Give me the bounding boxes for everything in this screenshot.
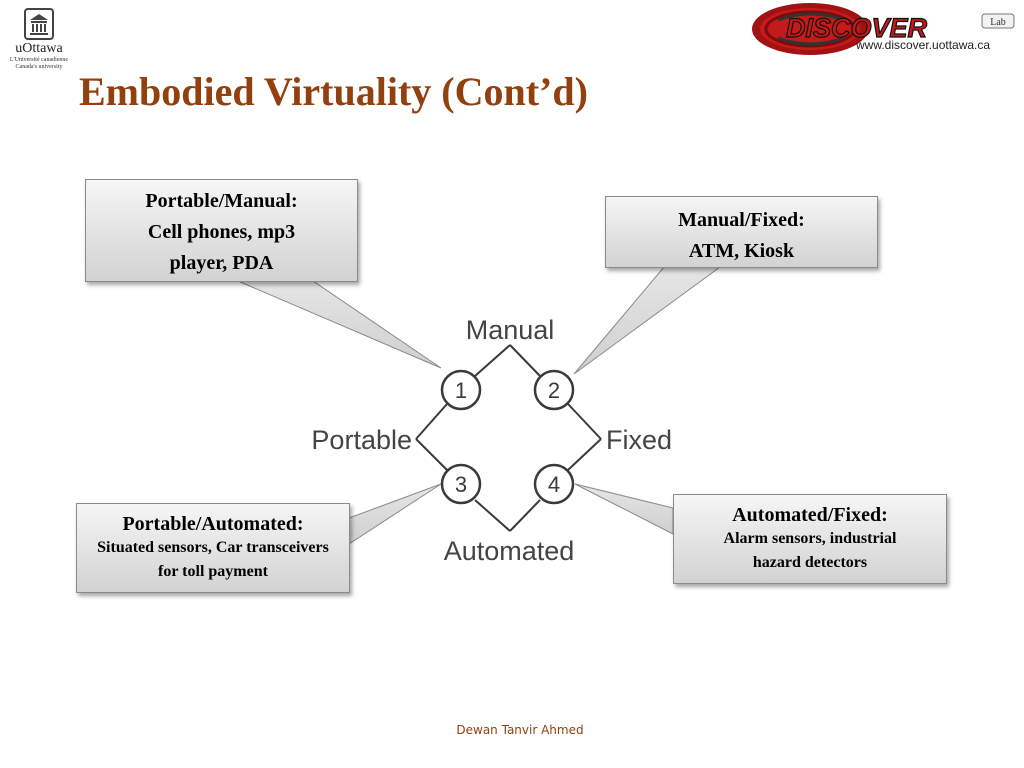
callout-2-pointer xyxy=(573,266,722,375)
uottawa-tagline-fr: L'Université canadienne xyxy=(9,57,69,63)
uottawa-logo: uOttawa L'Université canadienne Canada's… xyxy=(6,8,72,71)
discover-logo-graphic: DISCOVER Lab xyxy=(752,3,1015,55)
node-4-label: 4 xyxy=(548,472,560,497)
edge-manual-2 xyxy=(509,344,541,377)
label-automated: Automated xyxy=(444,536,575,566)
callout-automated-fixed: Automated/Fixed: Alarm sensors, industri… xyxy=(673,494,947,584)
label-manual: Manual xyxy=(466,315,555,345)
lab-url: www.discover.uottawa.ca xyxy=(856,38,991,52)
node-1-circle xyxy=(440,369,482,411)
edge-portable-3 xyxy=(415,438,448,471)
callout-3-heading: Portable/Automated: xyxy=(122,513,304,535)
callout-4-heading: Automated/Fixed: xyxy=(732,504,888,526)
callout-portable-manual: Portable/Manual: Cell phones, mp3 player… xyxy=(85,179,358,282)
callout-1-body: Cell phones, mp3 player, PDA xyxy=(147,221,296,274)
lab-badge: Lab xyxy=(990,17,1006,28)
label-portable: Portable xyxy=(311,425,412,455)
uottawa-tagline-en: Canada's university xyxy=(15,64,63,70)
callout-3-pointer xyxy=(348,483,442,545)
callout-1-heading: Portable/Manual: xyxy=(145,190,298,212)
footer-author: Dewan Tanvir Ahmed xyxy=(456,723,584,737)
uottawa-wordmark: uOttawa xyxy=(15,41,63,56)
callout-4-body: Alarm sensors, industrial hazard detecto… xyxy=(723,530,897,571)
edge-1-portable xyxy=(415,403,448,440)
node-2-label: 2 xyxy=(548,378,560,403)
node-4-circle xyxy=(533,463,575,505)
node-1-label: 1 xyxy=(455,378,467,403)
discover-lab-logo: DISCOVER Lab www.discover.uottawa.ca xyxy=(748,0,1024,60)
edge-4-automated xyxy=(509,499,541,532)
edge-2-fixed xyxy=(567,403,602,440)
node-2-circle xyxy=(533,369,575,411)
callout-portable-automated: Portable/Automated: Situated sensors, Ca… xyxy=(76,503,350,593)
label-fixed: Fixed xyxy=(606,425,672,455)
edge-manual-1 xyxy=(474,344,511,377)
callout-3-body: Situated sensors, Car transceivers for t… xyxy=(97,539,329,580)
callout-2-body: ATM, Kiosk xyxy=(688,240,795,262)
university-crest-icon xyxy=(24,8,54,40)
edge-3-automated xyxy=(474,499,511,532)
callout-2-heading: Manual/Fixed: xyxy=(678,209,805,231)
node-3-circle xyxy=(440,463,482,505)
callout-1-pointer xyxy=(237,280,442,369)
edge-fixed-4 xyxy=(567,438,602,471)
page-title: Embodied Virtuality (Cont’d) xyxy=(79,69,588,114)
callout-4-pointer xyxy=(574,483,674,535)
discover-wordmark: DISCOVER xyxy=(786,13,928,43)
node-3-label: 3 xyxy=(455,472,467,497)
callout-manual-fixed: Manual/Fixed: ATM, Kiosk xyxy=(605,196,878,268)
